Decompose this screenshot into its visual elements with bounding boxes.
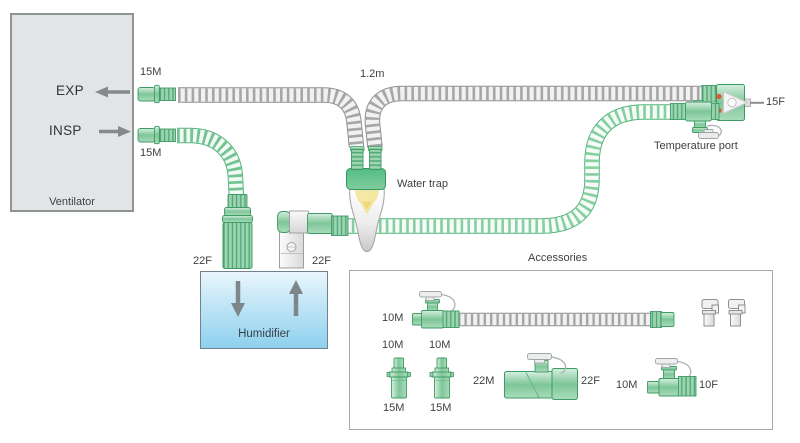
ventilator-label: Ventilator bbox=[49, 196, 95, 208]
wye-red-accent bbox=[716, 93, 722, 100]
adapter-10m-15m bbox=[386, 357, 411, 399]
water-trap-inlet-port bbox=[351, 149, 364, 170]
sampling-line-size-label: 10M bbox=[382, 312, 404, 324]
wye-connector bbox=[701, 84, 764, 121]
port-cap-tether bbox=[550, 356, 567, 375]
t22-right-size-label: 22F bbox=[581, 375, 600, 387]
temperature-port bbox=[670, 100, 722, 139]
t-connector-10m-10f bbox=[647, 358, 697, 397]
t10-right-size-label: 10F bbox=[699, 379, 718, 391]
adapter1-top-size-label: 10M bbox=[382, 339, 404, 351]
insp-connector-size-label: 15M bbox=[140, 147, 162, 159]
water-trap-label: Water trap bbox=[397, 178, 448, 190]
humidifier-label: Humidifier bbox=[238, 328, 290, 340]
elbow-adapter bbox=[728, 299, 746, 327]
accessories-title: Accessories bbox=[528, 252, 588, 264]
humidifier-outlet-size-label: 22F bbox=[312, 255, 331, 267]
humidifier-inlet-connector bbox=[222, 194, 253, 269]
insp-limb-tube bbox=[177, 112, 674, 226]
humidifier-inlet-size-label: 22F bbox=[193, 255, 212, 267]
adapter2-bottom-size-label: 15M bbox=[430, 402, 452, 414]
elbow-adapter bbox=[701, 299, 719, 327]
patient-connector-size-label: 15F bbox=[766, 96, 785, 108]
water-trap-outlet-port bbox=[369, 149, 382, 170]
exp-connector-size-label: 15M bbox=[140, 66, 162, 78]
insp-port-label: INSP bbox=[49, 123, 82, 138]
port-cap-tether bbox=[440, 293, 456, 313]
adapter2-top-size-label: 10M bbox=[429, 339, 451, 351]
port-cap bbox=[527, 353, 552, 360]
port-cap bbox=[419, 291, 442, 298]
temperature-port-label: Temperature port bbox=[654, 140, 738, 152]
port-cap bbox=[698, 132, 719, 139]
adapter-10m-15m bbox=[429, 357, 454, 399]
port-cap bbox=[655, 358, 678, 365]
t10-left-size-label: 10M bbox=[616, 379, 638, 391]
humidifier-up-arrow bbox=[289, 280, 303, 316]
insp-connector-15m bbox=[137, 125, 176, 145]
humidifier-box bbox=[200, 271, 328, 349]
ventilator-box bbox=[10, 13, 134, 212]
adapter1-bottom-size-label: 15M bbox=[383, 402, 405, 414]
tube-length-label: 1.2m bbox=[360, 68, 385, 80]
t22-left-size-label: 22M bbox=[473, 375, 495, 387]
humidifier-down-arrow bbox=[231, 281, 245, 317]
exp-flow-arrow bbox=[95, 86, 130, 98]
humidifier-outlet-elbow bbox=[277, 210, 349, 269]
water-trap bbox=[346, 146, 386, 253]
accessory-sampling-line bbox=[412, 291, 675, 329]
t-connector-22m-22f bbox=[504, 353, 578, 400]
exp-port-label: EXP bbox=[56, 83, 84, 98]
exp-connector-15m bbox=[137, 84, 176, 104]
insp-flow-arrow bbox=[99, 126, 131, 137]
